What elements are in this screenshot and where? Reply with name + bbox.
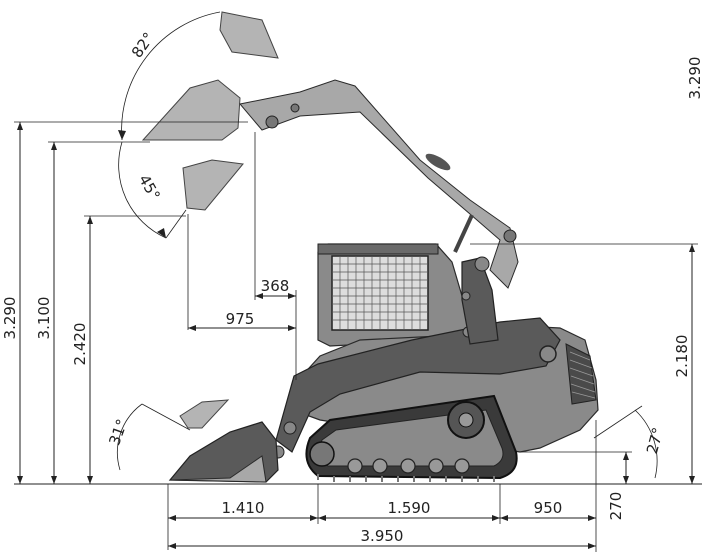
label-track-length: 1.590 — [388, 499, 431, 517]
dimension-labels: 3.290 3.100 2.420 2.180 3.290 270 975 36… — [1, 29, 702, 545]
label-rear-height: 3.290 — [686, 57, 702, 100]
arc-27 — [634, 409, 658, 479]
label-angle-45: 45° — [135, 171, 164, 203]
arm-link-pin — [290, 103, 300, 113]
label-total-length: 3.950 — [361, 527, 404, 545]
label-dump-height: 3.100 — [35, 297, 53, 340]
label-max-pin-height: 3.290 — [1, 297, 19, 340]
label-ground-clearance: 270 — [607, 492, 625, 521]
arc-82 — [121, 11, 221, 141]
arc-45-ray — [165, 209, 187, 239]
label-rear-overhang: 1.410 — [222, 499, 265, 517]
lift-cylinder-raised — [453, 214, 474, 253]
arc-27-ray — [593, 405, 643, 439]
lift-arm-raised — [239, 79, 519, 289]
label-dump-clearance: 2.420 — [71, 323, 89, 366]
cab-window-grid — [331, 255, 429, 331]
arrow-heads — [17, 122, 695, 549]
arc-45-arrow — [157, 228, 166, 238]
arm-pivot-top — [265, 115, 279, 129]
label-angle-31: 31° — [105, 417, 131, 448]
arm-slot — [425, 153, 451, 171]
rear-grille — [565, 343, 597, 405]
arm-pivot-front — [283, 421, 297, 435]
angle-annotations — [116, 11, 658, 479]
cab-roof — [317, 243, 439, 255]
arc-82-arrow — [118, 130, 126, 140]
label-angle-82: 82° — [128, 29, 158, 61]
arc-45 — [118, 141, 167, 239]
tower-pin-2 — [461, 291, 471, 301]
label-angle-27: 27° — [643, 426, 667, 456]
bucket-raised-position — [141, 79, 241, 141]
track-treads — [317, 474, 495, 482]
machine-illustration — [141, 11, 599, 483]
arc-31-ray — [141, 403, 191, 431]
track-assembly — [305, 394, 518, 482]
arm-pivot-raised — [503, 229, 517, 243]
bucket-dump-position — [182, 159, 244, 211]
arm-pivot-rear — [539, 345, 557, 363]
arc-31 — [116, 403, 143, 471]
tower-pin — [474, 256, 490, 272]
drive-sprocket-hub — [458, 412, 474, 428]
idler-wheel — [309, 441, 335, 467]
bucket-rollback-ghost — [179, 399, 230, 429]
label-front-overhang: 950 — [534, 499, 563, 517]
bucket-lowered-lip — [171, 455, 267, 483]
label-reach-offset: 368 — [261, 277, 290, 295]
dimension-lines — [14, 121, 702, 552]
bucket-top-position — [219, 11, 279, 59]
label-cab-height: 2.180 — [673, 335, 691, 378]
label-dump-reach: 975 — [226, 310, 255, 328]
track-rollers — [347, 458, 470, 474]
